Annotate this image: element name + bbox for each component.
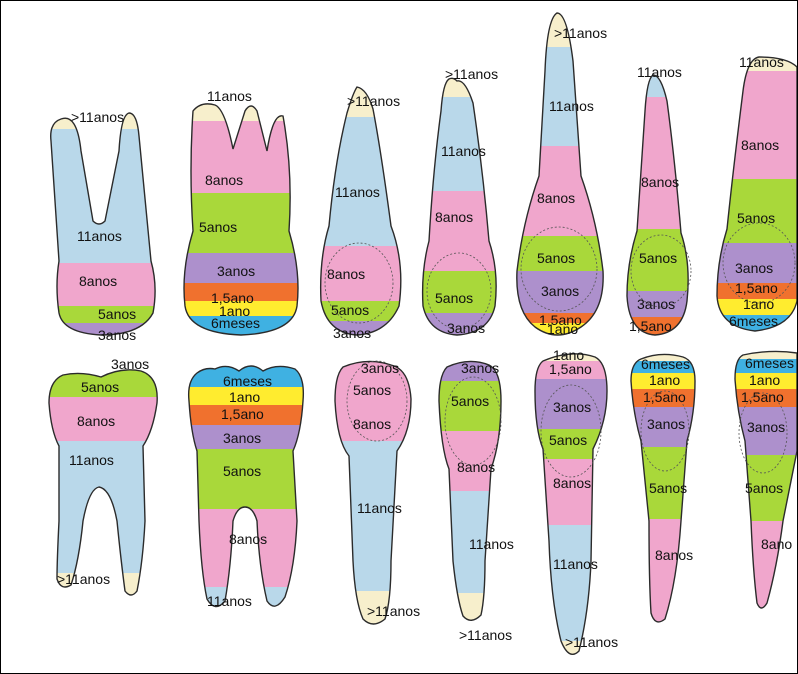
b3-label-8: 8anos <box>353 416 391 432</box>
b1-label-5: 5anos <box>81 379 119 395</box>
t4-label-11: 11anos <box>441 143 486 159</box>
band-blue <box>531 525 611 641</box>
b7-label-5: 5anos <box>745 480 783 496</box>
t7-label-1: 1ano <box>743 296 774 312</box>
band-blue <box>331 441 415 591</box>
t2-label-5: 5anos <box>199 219 237 235</box>
t4-label-8: 8anos <box>435 209 473 225</box>
band-pink <box>627 519 699 631</box>
tooth-b5 <box>531 347 611 663</box>
t1-label-3: 3anos <box>98 327 136 343</box>
band-cream <box>435 593 505 629</box>
b2-label-1: 1ano <box>229 389 260 405</box>
b4-label-gt11: >11anos <box>459 627 512 643</box>
t5-label-1: 1ano <box>547 321 578 337</box>
t2-label-6m: 6meses <box>211 315 260 331</box>
t2-label-3: 3anos <box>217 263 255 279</box>
tooth-t1 <box>45 101 163 341</box>
t7-label-5: 5anos <box>737 210 775 226</box>
b4-label-5: 5anos <box>451 393 489 409</box>
t3-label-3: 3anos <box>333 325 371 341</box>
t1-label-8: 8anos <box>79 273 117 289</box>
b6-label-6m: 6meses <box>641 356 690 372</box>
b4-label-8: 8anos <box>457 459 495 475</box>
b5-label-1-5: 1,5ano <box>549 361 592 377</box>
b3-label-gt11: >11anos <box>367 603 420 619</box>
teeth-layer <box>45 11 797 663</box>
t7-label-1-5: 1,5ano <box>735 280 778 296</box>
b5-label-11: 11anos <box>553 556 598 572</box>
b6-label-5: 5anos <box>649 480 687 496</box>
b1-label-11: 11anos <box>69 452 114 468</box>
t2-label-8: 8anos <box>205 172 243 188</box>
band-green <box>185 449 307 509</box>
b5-label-3: 3anos <box>553 399 591 415</box>
b2-label-6m: 6meses <box>223 373 272 389</box>
b2-label-3: 3anos <box>223 430 261 446</box>
b7-label-6m: 6meses <box>745 355 794 371</box>
b1-label-gt11: >11anos <box>57 571 110 587</box>
b7-label-8: 8ano <box>761 536 792 552</box>
labels-layer: >11anos 11anos 8anos 5anos 3anos 11anos … <box>57 25 794 650</box>
t7-label-6m: 6meses <box>729 313 778 329</box>
t6-label-1-5: 1,5ano <box>629 318 672 334</box>
t1-label-11: 11anos <box>77 228 122 244</box>
t5-label-8: 8anos <box>537 190 575 206</box>
b4-label-3: 3anos <box>461 360 499 376</box>
t1-label-gt11: >11anos <box>71 109 124 125</box>
t7-label-11: 11anos <box>739 54 784 70</box>
t1-label-5: 5anos <box>98 306 136 322</box>
b3-label-3: 3anos <box>361 360 399 376</box>
b2-label-8: 8anos <box>229 531 267 547</box>
t3-label-8: 8anos <box>327 266 365 282</box>
b2-label-5: 5anos <box>223 463 261 479</box>
t7-label-3: 3anos <box>735 260 773 276</box>
t2-label-11: 11anos <box>207 88 252 104</box>
b5-label-8: 8anos <box>553 475 591 491</box>
t6-label-3: 3anos <box>637 296 675 312</box>
b2-label-11: 11anos <box>207 593 252 609</box>
t3-label-5: 5anos <box>331 302 369 318</box>
t4-label-5: 5anos <box>435 290 473 306</box>
t5-label-gt11: >11anos <box>554 25 607 41</box>
band-pink <box>623 97 693 229</box>
t4-label-3: 3anos <box>447 320 485 336</box>
tooth-t3 <box>317 85 407 337</box>
b3-label-11: 11anos <box>357 500 402 516</box>
b5-label-5: 5anos <box>549 432 587 448</box>
band-blue <box>317 117 407 246</box>
b6-label-3: 3anos <box>647 416 685 432</box>
t5-label-3: 3anos <box>541 283 579 299</box>
b4-label-11: 11anos <box>469 536 514 552</box>
band-pink <box>731 521 797 613</box>
b5-label-gt11: >11anos <box>565 634 618 650</box>
t6-label-5: 5anos <box>639 250 677 266</box>
b3-label-5: 5anos <box>353 382 391 398</box>
t3-label-11: 11anos <box>335 184 380 200</box>
t7-label-8: 8anos <box>741 137 779 153</box>
b2-label-1-5: 1,5ano <box>221 406 264 422</box>
b1-label-8: 8anos <box>77 413 115 429</box>
b6-label-1: 1ano <box>649 372 680 388</box>
band-pink <box>531 459 611 525</box>
b1-label-3: 3anos <box>111 356 149 372</box>
t4-label-gt11: >11anos <box>445 66 498 82</box>
t6-label-8: 8anos <box>641 174 679 190</box>
b7-label-1: 1ano <box>749 372 780 388</box>
t5-label-11: 11anos <box>549 98 594 114</box>
tooth-b1 <box>45 365 161 601</box>
t6-label-11: 11anos <box>637 64 682 80</box>
b7-label-3: 3anos <box>747 419 785 435</box>
t5-label-5: 5anos <box>537 250 575 266</box>
band-pink <box>713 71 797 179</box>
b7-label-1-5: 1,5ano <box>741 389 784 405</box>
b6-label-8: 8anos <box>655 547 693 563</box>
t3-label-gt11: >11anos <box>347 93 400 109</box>
b6-label-1-5: 1,5ano <box>643 389 686 405</box>
band-blue <box>513 47 609 146</box>
